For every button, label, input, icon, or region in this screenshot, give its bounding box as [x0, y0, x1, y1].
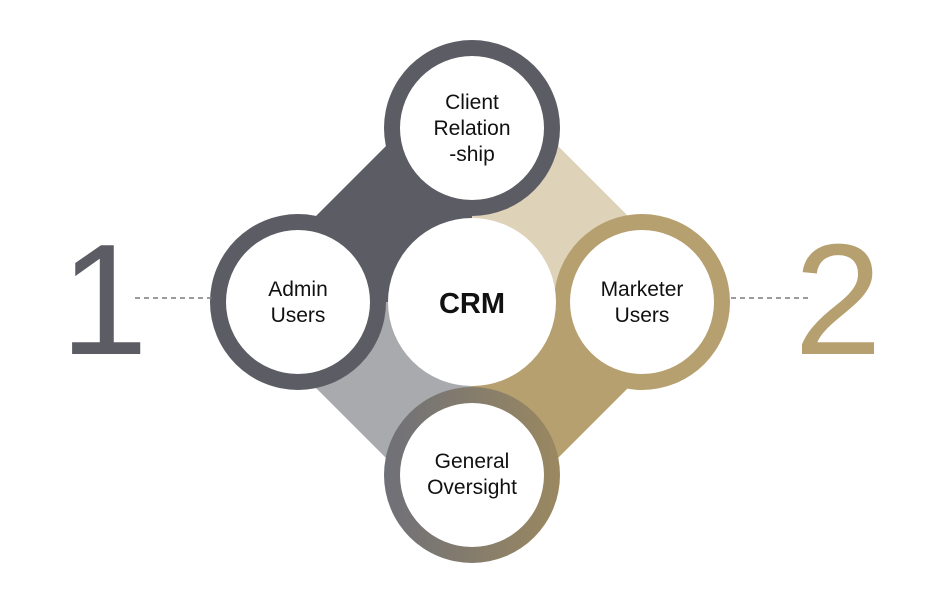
left-node-label-line-1: Admin [268, 278, 328, 301]
left-node-circle [226, 230, 370, 374]
right-node-circle [570, 230, 714, 374]
right-node-label-line-1: Marketer [601, 278, 684, 301]
bottom-node-label-line-2: Oversight [427, 476, 517, 499]
bottom-node-circle [400, 403, 544, 547]
left-node-label-line-2: Users [271, 304, 326, 327]
right-side-number: 2 [794, 212, 882, 388]
top-node-label-line-2: Relation [433, 117, 510, 140]
bottom-node-label-line-1: General [435, 450, 510, 473]
left-side-number: 1 [60, 212, 148, 388]
center-label: CRM [439, 288, 505, 320]
top-node-label-line-3: -ship [449, 143, 495, 166]
center-circle [388, 218, 556, 386]
right-node-label-line-2: Users [615, 304, 670, 327]
top-node-label-line-1: Client [445, 91, 499, 114]
top-node-circle [400, 56, 544, 200]
